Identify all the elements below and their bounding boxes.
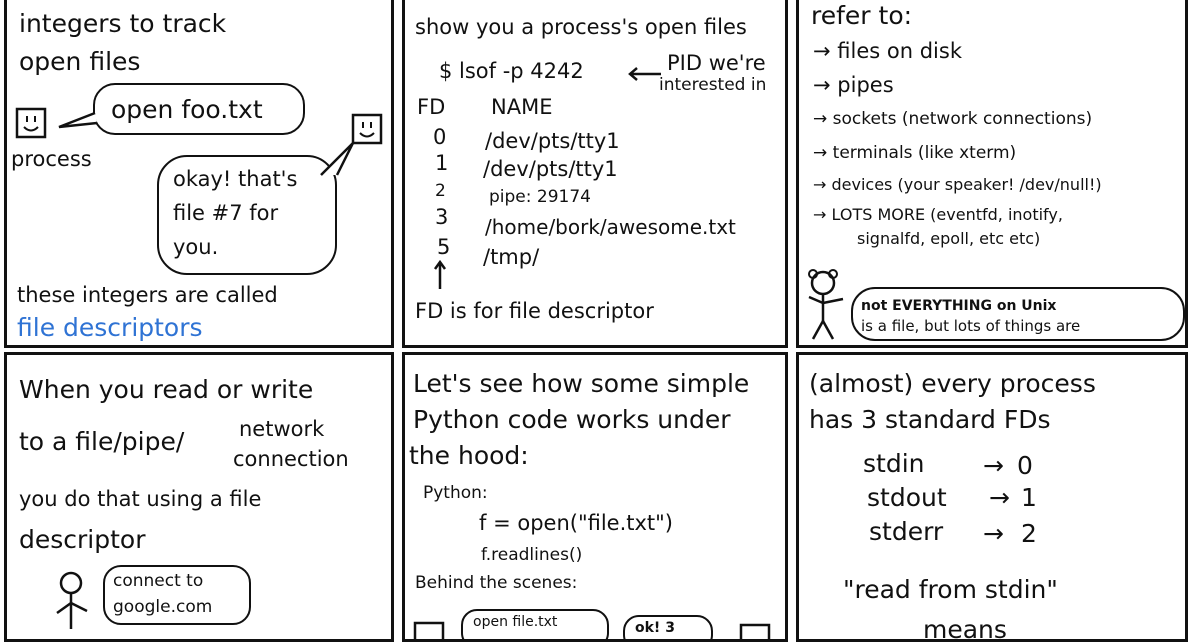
arrow-right-icon: → — [989, 483, 1010, 512]
fd-number: 3 — [435, 205, 449, 229]
speech-bubble — [851, 287, 1185, 341]
arrow-right-icon: → — [983, 451, 1004, 480]
arrow-up-icon — [433, 259, 447, 289]
fd-name: /tmp/ — [483, 245, 540, 269]
arrow-left-icon — [628, 67, 661, 81]
bubble-tail-icon — [320, 142, 355, 176]
bubble-text: connect to — [113, 571, 204, 591]
panel-read-write: When you read or write to a file/pipe/ n… — [4, 352, 394, 642]
text-line: open files — [19, 47, 141, 76]
process-label: process — [11, 147, 92, 171]
text-line: show you a process's open files — [415, 15, 747, 39]
text-line: connection — [233, 447, 349, 471]
arrow-right-icon: → — [813, 175, 827, 194]
text-line: the hood: — [409, 441, 529, 470]
bubble-text: ok! 3 — [635, 620, 675, 636]
bubble-text: google.com — [113, 597, 213, 617]
speech-bubble — [103, 565, 251, 625]
bubble-text: file #7 for — [173, 201, 279, 225]
speech-bubble — [93, 83, 305, 135]
fd-number: 0 — [1017, 451, 1033, 480]
speech-bubble — [157, 155, 337, 275]
command-text: $ lsof -p 4242 — [439, 59, 584, 83]
text-line: has 3 standard FDs — [809, 405, 1051, 434]
fd-number: 1 — [435, 151, 449, 175]
panel-python-example: Let's see how some simple Python code wo… — [402, 352, 788, 642]
highlight-term: file descriptors — [17, 313, 203, 342]
list-item: → files on disk — [813, 39, 962, 63]
arrow-right-icon: → — [813, 39, 831, 63]
process-smiley-icon — [15, 107, 47, 139]
fd-number: 2 — [435, 181, 446, 201]
text-line: you do that using a file — [19, 487, 262, 511]
arrow-right-icon: → — [813, 205, 827, 224]
person-figure-icon — [56, 571, 88, 629]
text-line: means — [923, 615, 1007, 642]
bubble-text: not EVERYTHING on Unix — [861, 298, 1057, 314]
code-line: f.readlines() — [481, 545, 583, 565]
text-line: FD is for file descriptor — [415, 299, 654, 323]
arrow-right-icon: → — [813, 73, 831, 97]
bubble-text: is a file, but lots of things are — [861, 317, 1081, 335]
text-line: integers to track — [19, 9, 227, 38]
fd-name: pipe: 29174 — [489, 187, 591, 207]
arrow-right-icon: → — [813, 143, 828, 163]
list-item: → pipes — [813, 73, 894, 97]
text-line: to a file/pipe/ — [19, 427, 185, 456]
panel-fd-refer-to: refer to: → files on disk → pipes → sock… — [796, 0, 1188, 348]
code-line: f = open("file.txt") — [479, 511, 674, 535]
list-item: → sockets (network connections) — [813, 109, 1093, 129]
arrow-right-icon: → — [813, 109, 828, 129]
bubble-text: open file.txt — [473, 614, 558, 630]
text-line: Python code works under — [413, 405, 731, 434]
bubble-tail-icon — [58, 111, 98, 129]
text-line: refer to: — [811, 1, 913, 30]
list-item: → devices (your speaker! /dev/null!) — [813, 175, 1102, 194]
text-line: When you read or write — [19, 375, 314, 404]
fd-name: stdout — [867, 483, 947, 512]
fd-number: 5 — [437, 235, 451, 259]
quote-text: "read from stdin" — [843, 575, 1058, 604]
bubble-text: you. — [173, 235, 219, 259]
annotation: interested in — [659, 75, 767, 95]
bubble-text: okay! that's — [173, 167, 298, 191]
fd-name: /dev/pts/tty1 — [485, 129, 620, 153]
annotation: PID we're — [667, 51, 766, 75]
fd-number: 0 — [433, 125, 447, 149]
panel-file-descriptors-intro: integers to track open files open foo.tx… — [4, 0, 394, 348]
text-line: these integers are called — [17, 283, 278, 307]
arrow-right-icon: → — [983, 519, 1004, 548]
text-line: network — [239, 417, 325, 441]
person-figure-icon — [808, 269, 844, 340]
fd-name: /dev/pts/tty1 — [483, 157, 618, 181]
list-item: → terminals (like xterm) — [813, 143, 1017, 163]
kernel-smiley-icon — [351, 113, 383, 145]
column-header-name: NAME — [491, 95, 553, 119]
language-label: Python: — [423, 483, 488, 503]
panel-lsof: show you a process's open files $ lsof -… — [402, 0, 788, 348]
kernel-smiley-icon — [739, 623, 771, 639]
text-line: (almost) every process — [809, 369, 1096, 398]
list-item: → LOTS MORE (eventfd, inotify, — [813, 205, 1063, 224]
text-line: Behind the scenes: — [415, 573, 578, 593]
list-item-continued: signalfd, epoll, etc etc) — [857, 229, 1041, 248]
fd-name: stderr — [869, 517, 944, 546]
fd-number: 2 — [1021, 519, 1037, 548]
fd-number: 1 — [1021, 483, 1037, 512]
text-line: descriptor — [19, 525, 146, 554]
text-line: Let's see how some simple — [413, 369, 750, 398]
fd-name: stdin — [863, 449, 925, 478]
panel-standard-fds: (almost) every process has 3 standard FD… — [796, 352, 1188, 642]
fd-name: /home/bork/awesome.txt — [485, 215, 736, 239]
process-smiley-icon — [413, 621, 445, 639]
column-header-fd: FD — [417, 95, 446, 119]
bubble-text: open foo.txt — [111, 95, 263, 124]
